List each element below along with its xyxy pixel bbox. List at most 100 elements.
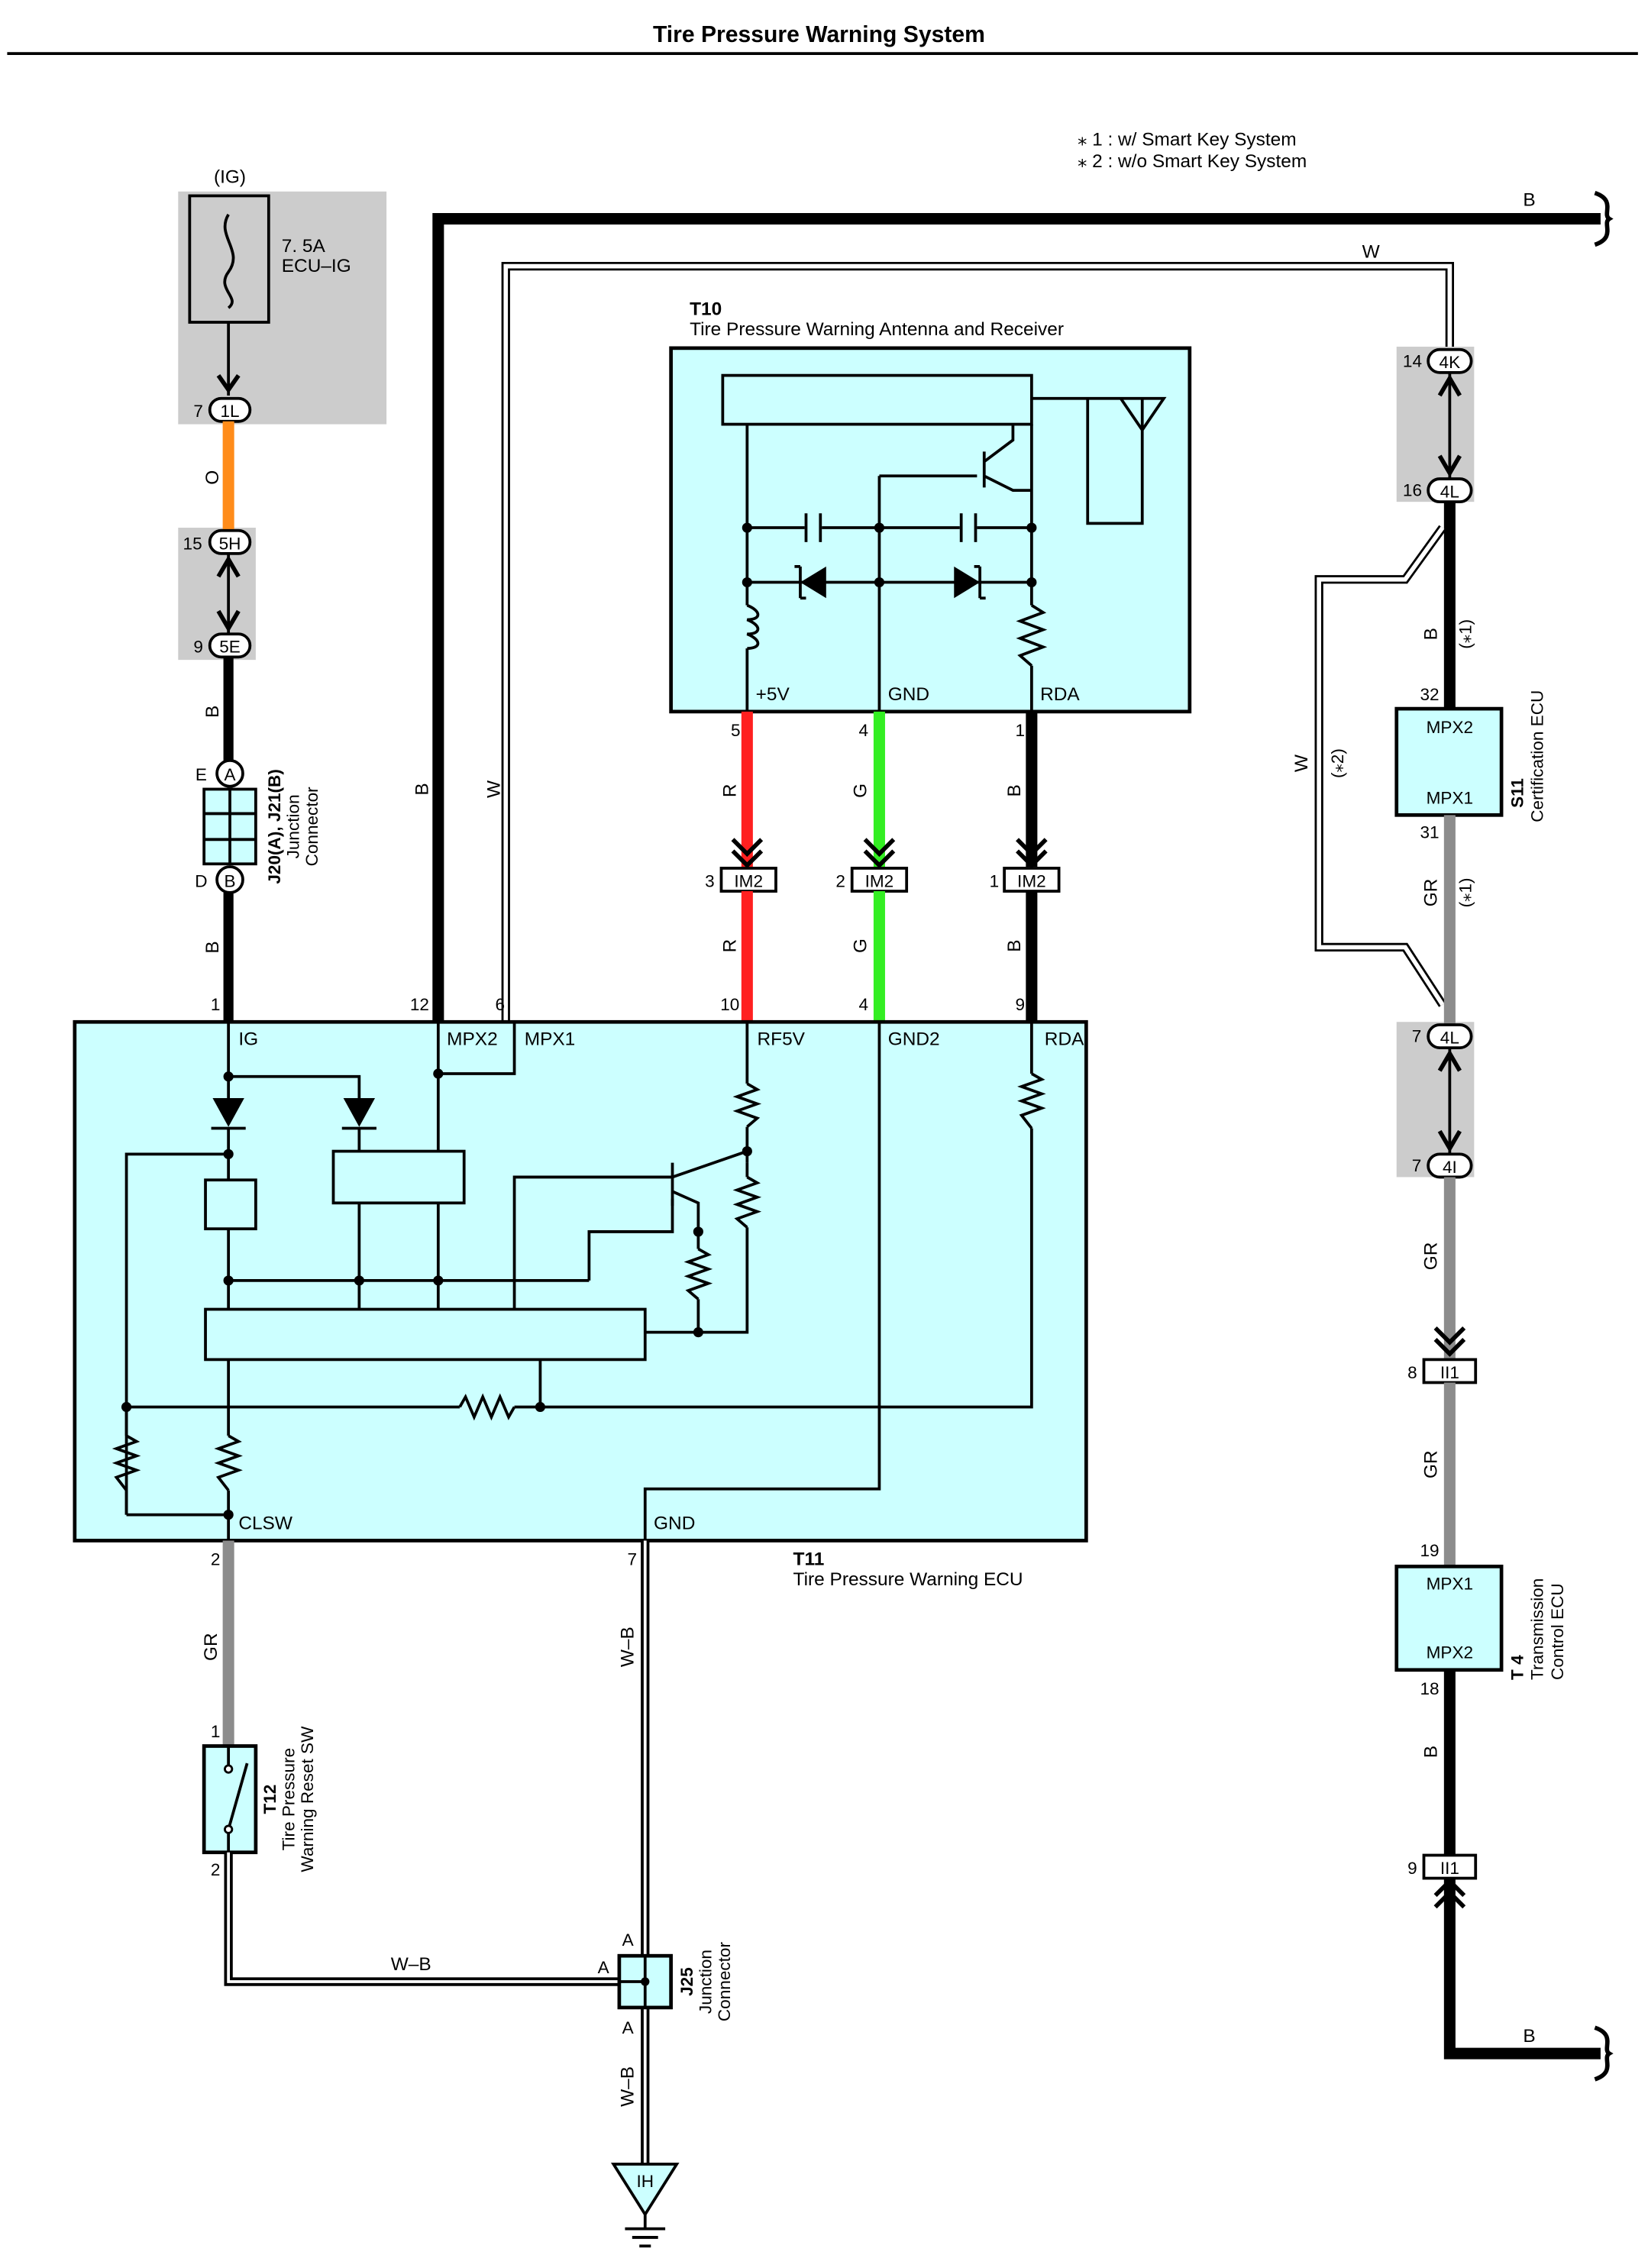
fuse-circuit-label: (IG) <box>214 166 246 187</box>
connector-5e-label: 5E <box>219 638 241 657</box>
resistor-icon <box>732 1175 762 1229</box>
wire-label-w-top: W <box>1362 241 1380 262</box>
pin-9-ii1: 9 <box>1407 1859 1417 1878</box>
ecu-internal-circuit <box>124 1022 1033 1541</box>
t4-line2: Control ECU <box>1548 1583 1567 1680</box>
junction-pin-a-label: A <box>224 765 235 784</box>
connector-im2-b-label: IM2 <box>865 871 894 890</box>
ground-label: IH <box>636 2172 654 2191</box>
t10-name: Tire Pressure Warning Antenna and Receiv… <box>690 319 1064 340</box>
node-dot <box>1026 577 1037 588</box>
wire-label-wb-2: W–B <box>618 1627 638 1667</box>
fuse-shade <box>178 191 387 425</box>
wire-label-b-7: B <box>1420 1746 1441 1758</box>
t11-code: T11 <box>793 1549 825 1569</box>
resistor-icon <box>732 1082 762 1129</box>
pin-10-ecu: 10 <box>720 995 739 1014</box>
j25-code: J25 <box>677 1967 696 1996</box>
connector-4l-bot-label: 4L <box>1440 1028 1459 1047</box>
t10-code: T10 <box>690 299 722 320</box>
t12-code: T12 <box>260 1785 280 1814</box>
wire-label-wb-1: W–B <box>391 1954 431 1975</box>
legend-line-1: ⁎ 1 : w/ Smart Key System <box>1078 130 1297 150</box>
s11-pin-bot: MPX1 <box>1427 788 1473 807</box>
connector-1l-label: 1L <box>220 402 239 421</box>
pin-12-ecu: 12 <box>410 995 429 1014</box>
zener-diode-icon <box>794 564 806 600</box>
pin-9-5e: 9 <box>193 638 203 657</box>
wire-label-star1-a: (⁎1) <box>1456 619 1475 649</box>
capacitor-icon <box>959 513 977 542</box>
node-dot <box>874 577 885 588</box>
wire-label-r-1: R <box>719 784 740 798</box>
resistor-icon <box>1016 604 1048 667</box>
wire-label-b-6: B <box>1420 628 1441 640</box>
pin-7-ecu: 7 <box>628 1549 638 1569</box>
node-dot <box>641 1977 650 1986</box>
wire-label-b-3: B <box>412 783 433 795</box>
pin-18-t4: 18 <box>1420 1679 1439 1698</box>
wire-label-w-1: W <box>484 780 505 798</box>
t11-pin-gnd2: GND2 <box>888 1029 940 1049</box>
pin-4-ecu: 4 <box>858 995 868 1014</box>
arrow-down-icon <box>1437 1129 1462 1153</box>
t10-pin-5v: +5V <box>756 684 790 705</box>
pin-2-im2: 2 <box>835 871 845 890</box>
pin-31-s11: 31 <box>1420 822 1439 842</box>
fuse-rating: 7. 5A <box>282 236 326 257</box>
fuse-icon <box>223 213 235 309</box>
wire-break-icon <box>1594 2025 1614 2082</box>
pin-6-ecu: 6 <box>495 995 505 1014</box>
pin-7-4i: 7 <box>1412 1156 1422 1175</box>
connector-im2-a <box>719 867 777 893</box>
connector-4i-label: 4I <box>1443 1158 1457 1177</box>
arrow-up-icon <box>1437 1049 1462 1072</box>
wire-w-bypass-inner <box>1317 526 1445 1006</box>
diode-icon <box>343 1097 376 1127</box>
resistor-icon <box>458 1393 516 1421</box>
connector-ii1-a-label: II1 <box>1440 1363 1459 1382</box>
wire-wb-t12-inner <box>227 1852 619 1983</box>
wire-w-top-inner <box>503 263 1453 1023</box>
ground-triangle <box>610 2163 680 2218</box>
double-arrow-icon <box>863 838 896 869</box>
double-arrow-icon <box>1016 838 1048 869</box>
j25-pin-a-left: A <box>598 1958 609 1977</box>
wire-label-gr-2: GR <box>1420 879 1441 907</box>
t4-pin-top: MPX1 <box>1427 1574 1473 1593</box>
wire-label-b-5: B <box>1004 939 1025 951</box>
switch-contact <box>224 1764 234 1774</box>
wire-b-top <box>432 213 1601 1023</box>
j25-pin-a-top: A <box>622 1930 634 1950</box>
s11-box <box>1394 706 1504 817</box>
arrow-icon <box>216 373 241 394</box>
resistor-icon <box>214 1434 243 1491</box>
pin-1-ecu: 1 <box>211 995 221 1014</box>
pin-5-t10: 5 <box>731 721 741 740</box>
wire-label-b-2: B <box>202 941 223 953</box>
s11-pin-top: MPX2 <box>1427 718 1473 737</box>
s11-code: S11 <box>1507 778 1527 808</box>
switch-contact <box>224 1824 234 1834</box>
inductor-icon <box>746 603 760 650</box>
t11-pin-mpx2: MPX2 <box>447 1029 498 1049</box>
node-dot <box>742 522 752 533</box>
double-arrow-icon <box>1433 1326 1466 1357</box>
junction-pin-d: D <box>195 871 207 890</box>
wire-b-bottom <box>1443 1878 1601 2060</box>
zener-diode-icon <box>800 566 826 599</box>
t12-line1: Tire Pressure <box>280 1748 299 1851</box>
pin-1-t10: 1 <box>1016 721 1026 740</box>
pin-15-5h: 15 <box>183 534 202 553</box>
t4-code: T 4 <box>1507 1655 1527 1680</box>
pin-19-t4: 19 <box>1420 1541 1439 1560</box>
node-dot <box>742 577 752 588</box>
t10-pin-rda: RDA <box>1040 684 1080 705</box>
wire-label-gr-4: GR <box>1420 1450 1441 1478</box>
t10-pin-gnd: GND <box>888 684 929 705</box>
t11-pin-mpx1: MPX1 <box>525 1029 576 1049</box>
connector-4l-top-label: 4L <box>1440 483 1459 502</box>
pin-1-im2: 1 <box>990 871 1000 890</box>
resistor-icon <box>683 1247 713 1300</box>
fuse-name: ECU–IG <box>282 256 351 276</box>
